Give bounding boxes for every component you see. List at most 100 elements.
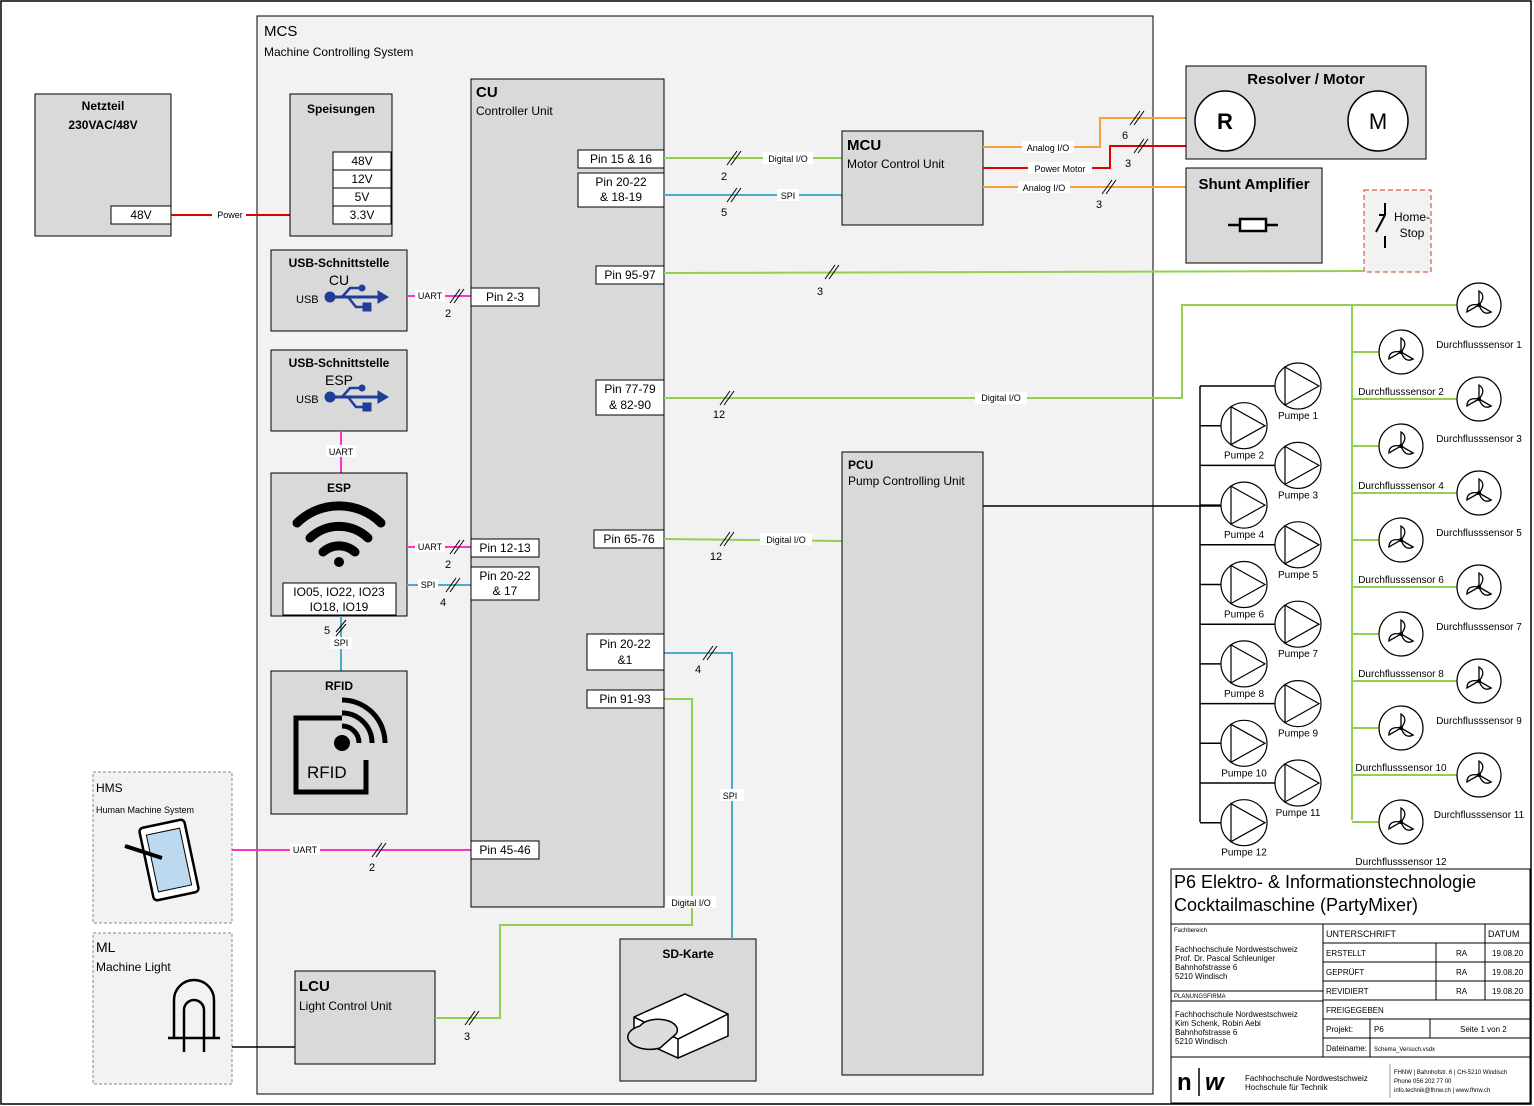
rail-3v3-label: 3.3V	[350, 208, 375, 222]
fhnw-logo: n w	[1177, 1068, 1225, 1096]
pump-10: Pumpe 10	[1200, 719, 1268, 779]
tb-fachbereich-label: Fachbereich	[1174, 928, 1207, 934]
tb-fhnw-name: Fachhochschule Nordwestschweiz	[1245, 1074, 1368, 1083]
home-stop-line2: Stop	[1400, 226, 1425, 240]
pump-label: Pumpe 5	[1278, 570, 1318, 581]
pump-label: Pumpe 10	[1221, 768, 1267, 779]
pump-label: Pumpe 6	[1224, 610, 1264, 621]
sd-spi-wire	[664, 652, 733, 939]
home-stop-tick2	[828, 264, 840, 280]
sensor-bus-label-bg	[975, 392, 1027, 404]
usb-esp-sub: ESP	[325, 372, 353, 388]
sensor-bus-tick	[719, 390, 731, 406]
flow-sensor-12: Durchflusssensor 12	[1352, 799, 1447, 868]
tb-fhnw-school: Hochschule für Technik	[1245, 1083, 1329, 1092]
pump-label: Pumpe 9	[1278, 729, 1318, 740]
pump-symbol-icon	[1220, 719, 1268, 767]
pump-symbol-icon	[1220, 560, 1268, 609]
mcu-power-label: Power Motor	[1034, 164, 1085, 174]
pin-77-79	[595, 379, 665, 416]
pin-91-93-label: Pin 91-93	[599, 692, 651, 706]
usb-esp-block	[270, 349, 408, 432]
cu-mcu-digital-tick2	[730, 150, 742, 166]
flow-sensor-label: Durchflusssensor 5	[1436, 528, 1522, 539]
sd-title: SD-Karte	[662, 947, 714, 961]
esp-spi-count: 4	[440, 597, 446, 609]
mcu-power-tick2	[1137, 138, 1149, 154]
pump-3: Pumpe 3	[1200, 441, 1322, 501]
home-stop-wire	[663, 270, 1365, 274]
pin-12-13-label: Pin 12-13	[479, 541, 531, 555]
esp-uart-label-bg	[415, 541, 445, 552]
esp-spi-label-bg	[418, 579, 438, 590]
mcu-block	[841, 130, 984, 226]
hms-title: HMS	[96, 781, 123, 795]
cu-pcu-label: Digital I/O	[766, 535, 806, 545]
netzteil-output-label: 48V	[130, 208, 151, 222]
pump-label: Pumpe 11	[1276, 808, 1321, 819]
esp-uart-count: 2	[445, 559, 451, 571]
pump-12: Pumpe 12	[1200, 799, 1268, 859]
esp-spi-label: SPI	[421, 580, 436, 590]
shunt-amplifier-block	[1185, 167, 1323, 264]
limit-switch-icon	[1375, 203, 1386, 248]
lcu-count: 3	[464, 1031, 470, 1043]
pump-1: Pumpe 1	[1200, 362, 1322, 422]
tb-pl-line2: Kim Schenk, Robin Aebi	[1175, 1019, 1261, 1028]
lcu-block	[294, 970, 436, 1065]
cu-title: CU	[476, 84, 498, 101]
pin-77-79-line1: Pin 77-79	[604, 382, 656, 396]
flow-sensor-label: Durchflusssensor 12	[1355, 857, 1447, 868]
tb-address-line2: Phone 056 202 77 00	[1394, 1079, 1452, 1085]
usb-esp-usb-label: USB	[296, 394, 319, 406]
tb-seite: Seite 1 von 2	[1460, 1025, 1507, 1034]
esp-io-pins	[282, 582, 397, 616]
pin-20-22-b	[586, 633, 665, 671]
pump-9: Pumpe 9	[1200, 679, 1322, 740]
pin-20-22-a-line2: & 18-19	[600, 190, 642, 204]
resolver-letter: R	[1217, 109, 1233, 134]
title-block: P6 Elektro- & Informationstechnologie Co…	[1170, 868, 1531, 1104]
fhnw-logo-w: w	[1205, 1069, 1225, 1096]
sd-spi-count: 4	[695, 664, 701, 676]
pump-symbol-icon	[1274, 600, 1322, 648]
pin-12-13	[470, 538, 540, 558]
flow-sensor-label: Durchflusssensor 3	[1436, 434, 1522, 445]
mcu-analog1-tick	[1129, 110, 1141, 126]
mcu-analog2-count: 3	[1096, 199, 1102, 211]
rail-3v3	[332, 205, 392, 225]
pin-20-22-c	[470, 566, 540, 601]
cu-pcu-tick	[719, 531, 731, 547]
pump-label: Pumpe 12	[1221, 848, 1267, 859]
cu-pcu-wire	[663, 538, 843, 542]
pump-label: Pumpe 2	[1224, 451, 1264, 462]
pump-symbol-icon	[1220, 481, 1268, 529]
uart-esp-label-bg	[326, 445, 356, 457]
tb-fb-line3: Bahnhofstrasse 6	[1175, 963, 1238, 972]
pump-symbol-icon	[1220, 402, 1268, 450]
hms-uart-count: 2	[369, 862, 375, 874]
fhnw-logo-n: n	[1177, 1069, 1192, 1096]
lcu-tick2	[468, 1010, 480, 1026]
esp-spi-tick	[445, 577, 457, 593]
pump-6: Pumpe 6	[1200, 560, 1268, 621]
flow-sensor-label: Durchflusssensor 2	[1358, 387, 1444, 398]
mcu-analog1-count: 6	[1122, 130, 1128, 142]
tb-pl-line3: Bahnhofstrasse 6	[1175, 1028, 1238, 1037]
lcu-link-label: Digital I/O	[671, 898, 711, 908]
pin-91-93	[586, 689, 665, 709]
pin-20-22-a	[577, 172, 665, 208]
esp-uart-tick2	[453, 539, 465, 555]
mcu-power-label-bg	[1028, 162, 1092, 174]
tb-datei-label: Dateiname:	[1326, 1044, 1367, 1053]
pin-45-46-label: Pin 45-46	[479, 843, 531, 857]
mcu-power-tick	[1133, 138, 1145, 154]
lcu-subtitle: Light Control Unit	[299, 999, 392, 1013]
uart-cu-label-bg	[415, 290, 445, 301]
pcu-block	[841, 451, 984, 1076]
pump-symbol-icon	[1274, 362, 1322, 410]
pump-symbol-icon	[1274, 759, 1322, 807]
uart-cu-label: UART	[418, 291, 443, 301]
pin-95-97	[595, 265, 665, 285]
shunt-amplifier-title: Shunt Amplifier	[1198, 176, 1309, 193]
